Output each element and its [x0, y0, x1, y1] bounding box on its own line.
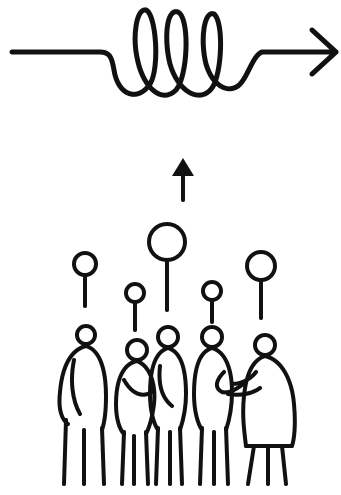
- person-figure: [59, 326, 106, 484]
- idea-pin-icon: [247, 252, 275, 318]
- idea-pin-icon: [149, 224, 185, 310]
- group-of-people-with-idea-pins-icon: [59, 224, 294, 484]
- person-figure: [116, 340, 154, 484]
- person-figure: [194, 327, 246, 484]
- coil-arrow-icon: [12, 10, 336, 95]
- idea-pin-icon: [203, 282, 221, 322]
- person-figure: [228, 335, 295, 484]
- idea-pin-icon: [74, 253, 96, 306]
- up-arrow-icon: [172, 158, 194, 200]
- idea-pin-icon: [126, 284, 144, 330]
